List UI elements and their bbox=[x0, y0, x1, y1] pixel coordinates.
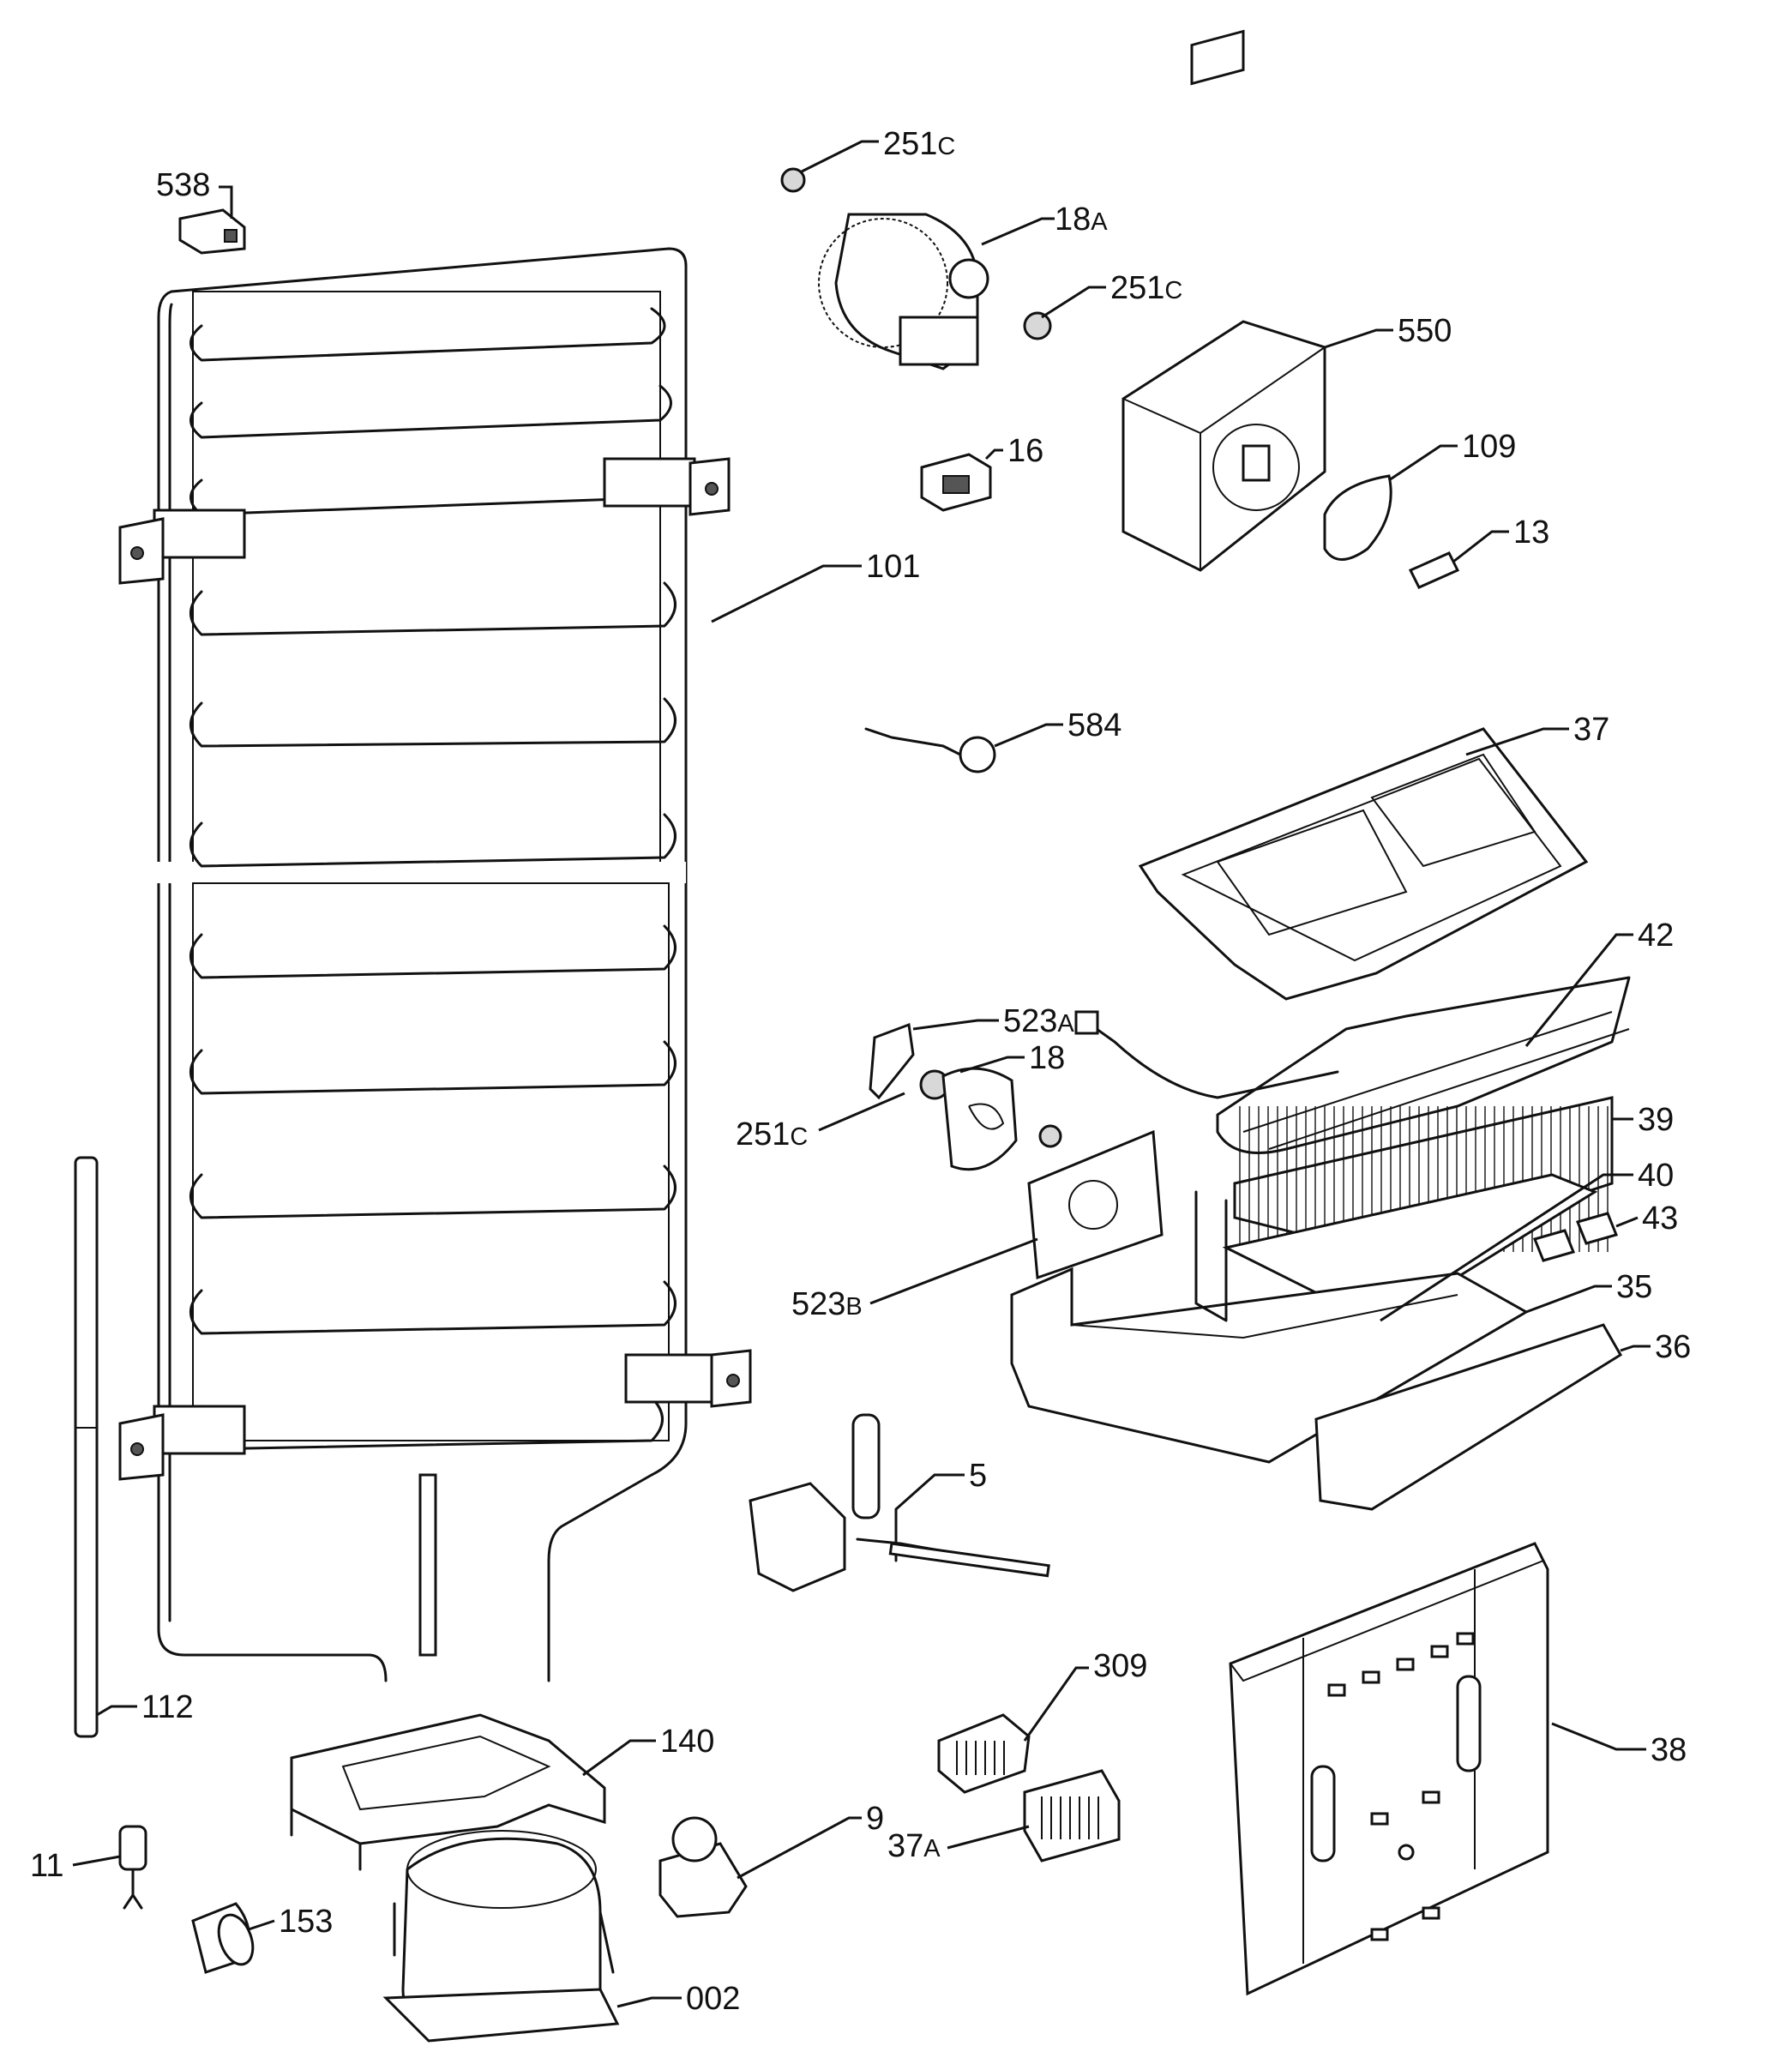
part-140-tray bbox=[290, 1713, 606, 1871]
label-309: 309 bbox=[1093, 1648, 1147, 1684]
label-153: 153 bbox=[279, 1904, 333, 1940]
part-38-back-panel bbox=[1229, 1542, 1549, 1996]
part-153-grommet bbox=[191, 1902, 255, 1974]
label-16: 16 bbox=[1007, 433, 1043, 469]
part-13-holder bbox=[1408, 551, 1460, 589]
label-35: 35 bbox=[1616, 1269, 1652, 1305]
part-43-clips bbox=[1532, 1212, 1619, 1262]
part-18a-fan-motor bbox=[818, 213, 989, 370]
leader-lines bbox=[72, 140, 1651, 2008]
label-251c-top: 251C bbox=[883, 126, 955, 162]
part-309-control-module bbox=[937, 1713, 1031, 1794]
part-37a-board bbox=[1023, 1769, 1121, 1862]
condenser-coil bbox=[118, 247, 752, 1682]
label-42: 42 bbox=[1638, 918, 1674, 954]
label-37a: 37A bbox=[887, 1828, 941, 1864]
part-5-valve-assembly bbox=[749, 1413, 1050, 1592]
label-584: 584 bbox=[1067, 707, 1122, 743]
label-550: 550 bbox=[1398, 313, 1452, 349]
label-538: 538 bbox=[156, 167, 210, 203]
callout-labels: 538 251C 18A 251C 550 16 109 13 101 584 … bbox=[30, 126, 1691, 2017]
label-9: 9 bbox=[866, 1801, 884, 1837]
part-538-clip bbox=[178, 208, 246, 255]
label-11: 11 bbox=[30, 1848, 63, 1884]
label-101: 101 bbox=[866, 549, 920, 585]
label-002: 002 bbox=[686, 1981, 740, 2017]
label-13: 13 bbox=[1513, 514, 1549, 551]
label-5: 5 bbox=[969, 1458, 987, 1494]
part-11-sensor bbox=[118, 1825, 147, 1910]
part-18-fan bbox=[941, 1067, 1062, 1171]
label-36: 36 bbox=[1655, 1329, 1691, 1365]
label-39: 39 bbox=[1638, 1102, 1674, 1138]
part-37-evaporator-cover bbox=[1138, 727, 1589, 1001]
part-584-sensor bbox=[864, 727, 996, 773]
label-251c-mid: 251C bbox=[1110, 270, 1182, 306]
label-37: 37 bbox=[1573, 712, 1609, 748]
label-109: 109 bbox=[1462, 429, 1516, 465]
part-251c-grommet-top bbox=[780, 167, 806, 193]
label-43: 43 bbox=[1642, 1200, 1678, 1237]
part-36-rail bbox=[1314, 1323, 1623, 1511]
label-251c-low: 251C bbox=[736, 1116, 808, 1152]
condenser-bracket bbox=[118, 457, 752, 1481]
part-112-tube bbox=[74, 1156, 99, 1738]
part-523a-bracket bbox=[869, 1022, 915, 1100]
part-002-compressor bbox=[382, 1830, 620, 2043]
label-523b: 523B bbox=[791, 1286, 863, 1322]
part-16-switch bbox=[920, 453, 992, 512]
label-18: 18 bbox=[1029, 1040, 1065, 1076]
part-9-relay bbox=[658, 1816, 748, 1918]
part-251c-grommet-mid bbox=[1023, 311, 1052, 340]
label-523a: 523A bbox=[1003, 1003, 1074, 1039]
label-40: 40 bbox=[1638, 1158, 1674, 1194]
part-550-fan-housing bbox=[1122, 29, 1326, 572]
label-18a: 18A bbox=[1055, 202, 1108, 238]
part-523b-grille bbox=[1027, 1129, 1164, 1280]
label-140: 140 bbox=[660, 1724, 714, 1760]
part-109-lens bbox=[1323, 474, 1392, 561]
label-38: 38 bbox=[1651, 1732, 1687, 1768]
label-112: 112 bbox=[141, 1689, 194, 1725]
